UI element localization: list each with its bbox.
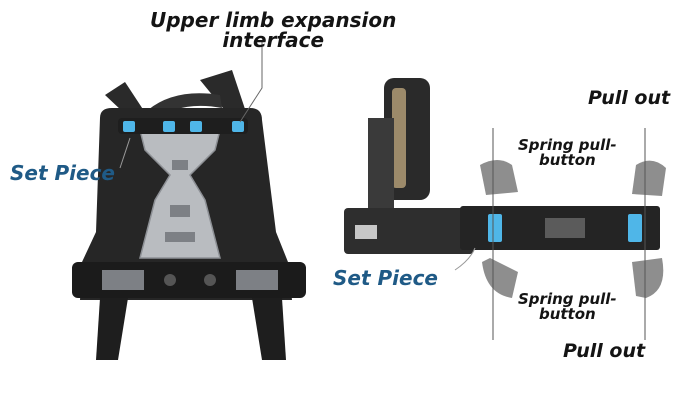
hand-top-left-icon: [480, 160, 518, 195]
expansion-mechanism: [344, 78, 660, 254]
label-pull-out-bottom: Pull out: [563, 340, 646, 362]
belt-knob-left: [164, 274, 176, 286]
belt-block-right: [236, 270, 278, 290]
label-set-piece-left: Set Piece: [10, 161, 115, 185]
leader-line-set-piece-left: [119, 137, 131, 169]
spring-button-left: [488, 214, 502, 242]
hand-bottom-right-icon: [632, 258, 664, 298]
plate-cutout-1: [172, 160, 188, 170]
plate-cutout-3: [165, 232, 195, 242]
metal-plate: [139, 129, 221, 259]
label-spring-bottom-line1: Spring pull-: [518, 290, 617, 308]
spring-button-right: [628, 214, 642, 242]
label-spring-bottom-line2: button: [538, 305, 596, 323]
label-expansion-line1: Upper limb expansion: [150, 8, 397, 32]
connector-1: [123, 121, 135, 132]
label-spring-top-line2: button: [538, 151, 596, 169]
label-pull-out-top: Pull out: [588, 87, 671, 109]
leader-line-set-piece-right: [454, 247, 476, 271]
belt-block-left: [102, 270, 144, 290]
label-set-piece-right: Set Piece: [333, 266, 438, 290]
label-spring-top: Spring pull- button: [518, 138, 617, 168]
leg-strap-right: [252, 298, 286, 360]
motor-ring: [392, 88, 406, 188]
leader-line-expansion: [239, 40, 263, 123]
label-upper-limb-expansion: Upper limb expansion interface: [150, 10, 396, 50]
top-handle: [148, 93, 222, 122]
backpack-frame: [72, 70, 306, 360]
belt-knob-right: [204, 274, 216, 286]
plate-cutout-2: [170, 205, 190, 217]
connector-2: [163, 121, 175, 132]
label-spring-top-line1: Spring pull-: [518, 136, 617, 154]
top-bar: [118, 118, 248, 134]
connector-4: [232, 121, 244, 132]
label-expansion-line2: interface: [222, 28, 325, 52]
rail-center-block: [545, 218, 585, 238]
horizontal-arm: [344, 208, 474, 254]
label-spring-bottom: Spring pull- button: [518, 292, 617, 322]
vertical-post: [368, 118, 394, 210]
hand-bottom-left-icon: [482, 258, 518, 298]
arm-bracket: [355, 225, 377, 239]
connector-3: [190, 121, 202, 132]
hands: [480, 160, 666, 298]
leg-strap-left: [96, 298, 128, 360]
hand-top-right-icon: [632, 160, 666, 196]
